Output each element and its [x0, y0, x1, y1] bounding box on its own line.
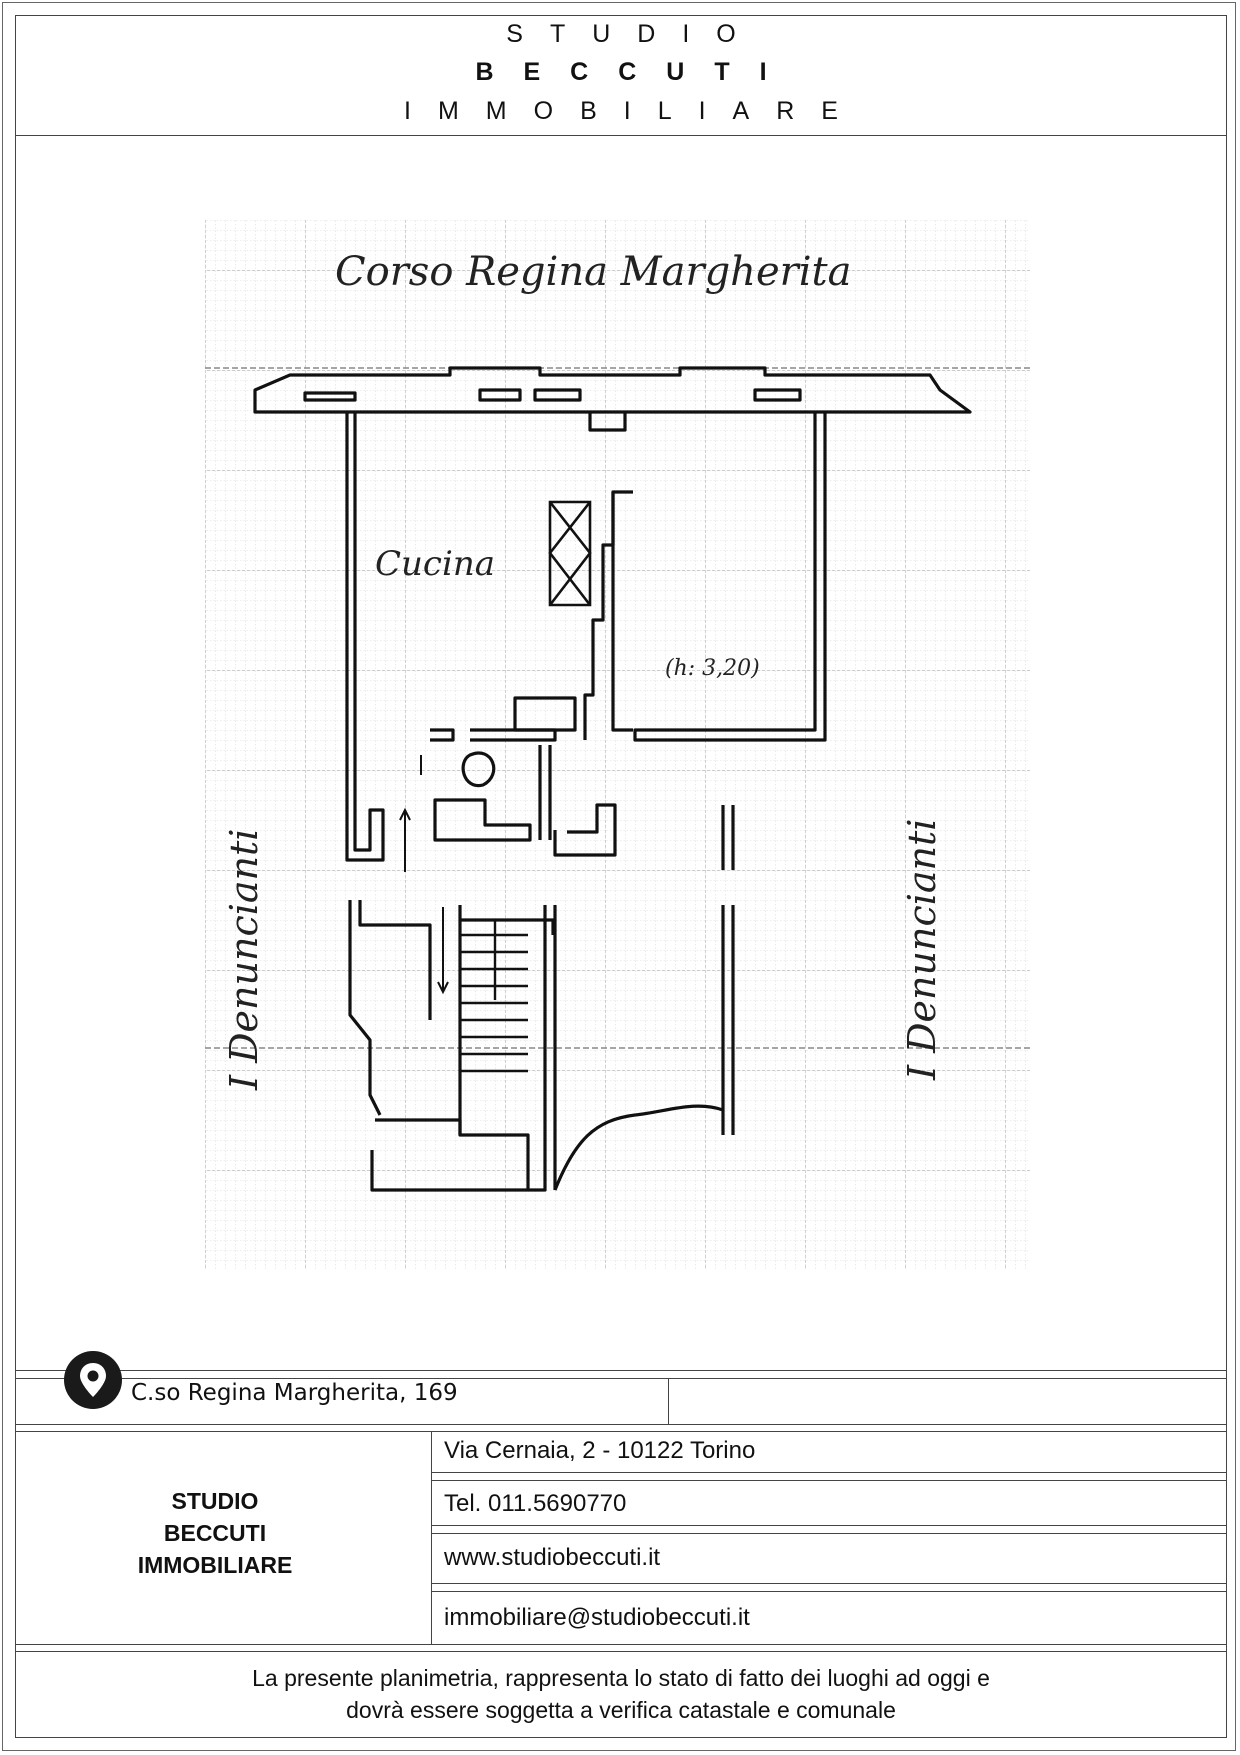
address-row-top	[15, 1370, 1227, 1371]
header-studio: STUDIO	[506, 20, 763, 48]
contact-sep-3a	[431, 1583, 1227, 1584]
company-name: STUDIO BECCUTI IMMOBILIARE	[15, 1485, 415, 1581]
website-link[interactable]: www.studiobeccuti.it	[444, 1544, 661, 1571]
contact-sep-3b	[431, 1591, 1227, 1592]
floor-plan: Corso Regina Margherita Cucina (h: 3,20)…	[205, 220, 1030, 1270]
street-label: Corso Regina Margherita	[335, 249, 851, 295]
address-row-divider	[668, 1378, 669, 1424]
property-address: C.so Regina Margherita, 169	[131, 1380, 458, 1406]
right-neighbor-label: I Denuncianti	[900, 819, 944, 1081]
address-row-bottom	[15, 1424, 1227, 1425]
staircase	[460, 920, 528, 1073]
header-immobiliare: IMMOBILIARE	[404, 97, 865, 125]
grid-paper	[205, 220, 1030, 1270]
contact-address: Via Cernaia, 2 - 10122 Torino	[444, 1437, 756, 1464]
disclaimer-top-inner	[15, 1651, 1227, 1652]
street-facade	[253, 366, 972, 432]
company-block-top	[15, 1431, 1227, 1432]
location-pin-icon	[64, 1351, 122, 1409]
company-block-divider	[431, 1431, 432, 1644]
door-arrows	[399, 755, 449, 995]
room-label-cucina: Cucina	[375, 544, 495, 584]
chimney-flue	[548, 500, 592, 607]
address-row-top-inner	[15, 1378, 1227, 1379]
company-name-line1: STUDIO	[171, 1488, 259, 1514]
height-label: (h: 3,20)	[665, 656, 760, 681]
page-inner-border	[15, 15, 1227, 1738]
contact-sep-1b	[431, 1480, 1227, 1481]
contact-sep-2b	[431, 1533, 1227, 1534]
header-beccuti: BECCUTI	[475, 58, 797, 86]
contact-sep-1a	[431, 1472, 1227, 1473]
disclaimer-line1: La presente planimetria, rappresenta lo …	[252, 1665, 990, 1691]
company-name-line3: IMMOBILIARE	[137, 1552, 293, 1578]
company-name-line2: BECCUTI	[163, 1520, 267, 1546]
header-divider	[15, 135, 1227, 136]
left-neighbor-label: I Denuncianti	[222, 829, 266, 1091]
plan-walls	[345, 412, 827, 1192]
disclaimer-top	[15, 1644, 1227, 1645]
disclaimer-text: La presente planimetria, rappresenta lo …	[15, 1662, 1227, 1726]
email-link[interactable]: immobiliare@studiobeccuti.it	[444, 1604, 750, 1631]
disclaimer-line2: dovrà essere soggetta a verifica catasta…	[346, 1697, 896, 1723]
contact-phone: Tel. 011.5690770	[444, 1490, 627, 1517]
contact-sep-2a	[431, 1525, 1227, 1526]
